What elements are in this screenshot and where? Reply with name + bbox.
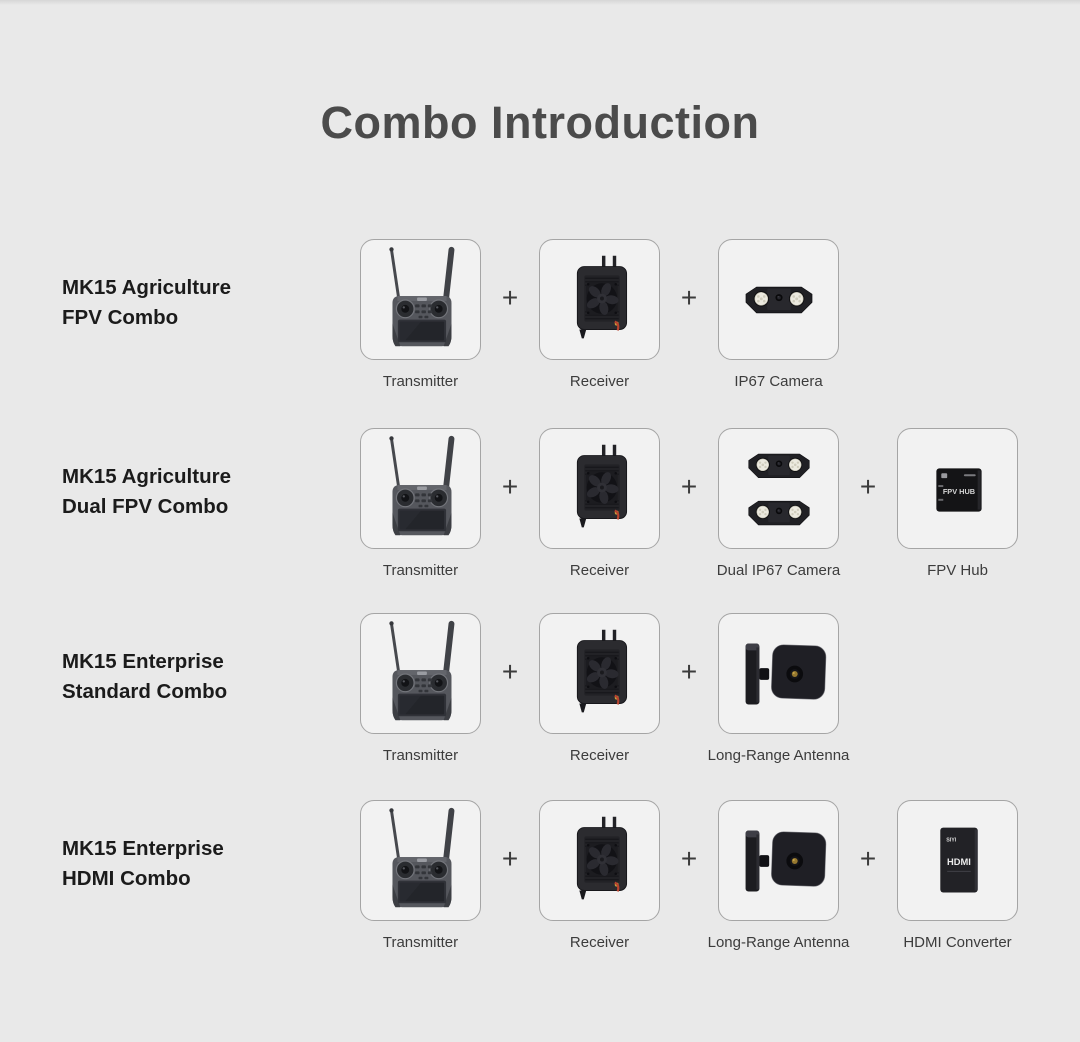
product-card [718, 800, 839, 921]
combo-name-line1: MK15 Enterprise [62, 837, 224, 860]
receiver-icon [541, 615, 659, 733]
combo-name: MK15 Agriculture FPV Combo [62, 273, 231, 332]
parts-strip: Transmitter + Receiver + Long-Range Ante… [360, 800, 1018, 951]
part-ip67-camera: IP67 Camera [718, 239, 839, 390]
part-transmitter: Transmitter [360, 800, 481, 951]
receiver-icon [541, 241, 659, 359]
combo-row-agriculture-fpv: MK15 Agriculture FPV Combo Transmitter +… [0, 239, 1080, 390]
part-long-range-antenna: Long-Range Antenna [708, 800, 849, 951]
part-label: Transmitter [382, 373, 459, 390]
plus-icon: + [680, 843, 698, 874]
part-receiver: Receiver [539, 428, 660, 579]
plus-icon: + [501, 282, 519, 313]
part-transmitter: Transmitter [360, 613, 481, 764]
part-receiver: Receiver [539, 239, 660, 390]
combo-name-line2: HDMI Combo [62, 866, 191, 890]
product-card [897, 800, 1018, 921]
combo-name-line1: MK15 Enterprise [62, 650, 224, 673]
part-label: Receiver [569, 747, 630, 764]
combo-name: MK15 Agriculture Dual FPV Combo [62, 462, 231, 521]
combo-name-line1: MK15 Agriculture [62, 465, 231, 488]
part-label: Transmitter [382, 747, 459, 764]
part-hdmi-converter: HDMI Converter [897, 800, 1018, 951]
combo-row-agriculture-dual-fpv: MK15 Agriculture Dual FPV Combo Transmit… [0, 428, 1080, 579]
part-label: Transmitter [382, 934, 459, 951]
hdmi-converter-icon [899, 802, 1017, 920]
receiver-icon [541, 802, 659, 920]
plus-icon: + [680, 282, 698, 313]
top-edge-shadow [0, 0, 1080, 5]
part-dual-ip67-camera: Dual IP67 Camera [717, 428, 840, 579]
product-card [897, 428, 1018, 549]
part-transmitter: Transmitter [360, 428, 481, 579]
product-card [718, 428, 839, 549]
product-card [539, 800, 660, 921]
part-label: HDMI Converter [903, 934, 1012, 951]
parts-strip: Transmitter + Receiver + IP67 Camera [360, 239, 839, 390]
part-receiver: Receiver [539, 613, 660, 764]
part-receiver: Receiver [539, 800, 660, 951]
product-card [360, 239, 481, 360]
part-fpv-hub: FPV Hub [897, 428, 1018, 579]
combo-row-enterprise-hdmi: MK15 Enterprise HDMI Combo Transmitter +… [0, 800, 1080, 951]
product-card [360, 613, 481, 734]
part-transmitter: Transmitter [360, 239, 481, 390]
combo-name-line2: Standard Combo [62, 679, 228, 703]
receiver-icon [541, 430, 659, 548]
dual-ip67-camera-icon [720, 430, 838, 548]
part-label: Long-Range Antenna [707, 934, 850, 951]
combo-name: MK15 Enterprise Standard Combo [62, 647, 227, 706]
combo-name-line1: MK15 Agriculture [62, 276, 231, 299]
combo-name: MK15 Enterprise HDMI Combo [62, 834, 224, 893]
fpv-hub-icon [899, 430, 1017, 548]
product-card [539, 613, 660, 734]
parts-strip: Transmitter + Receiver + Dual IP67 Camer… [360, 428, 1018, 579]
part-label: FPV Hub [927, 562, 988, 579]
combo-name-line2: Dual FPV Combo [62, 494, 229, 518]
product-card [539, 428, 660, 549]
product-card [539, 239, 660, 360]
plus-icon: + [501, 471, 519, 502]
product-card [360, 428, 481, 549]
part-long-range-antenna: Long-Range Antenna [708, 613, 849, 764]
part-label: Long-Range Antenna [707, 747, 850, 764]
plus-icon: + [859, 843, 877, 874]
product-card [360, 800, 481, 921]
plus-icon: + [501, 656, 519, 687]
transmitter-icon [362, 615, 480, 733]
combo-row-enterprise-standard: MK15 Enterprise Standard Combo Transmitt… [0, 613, 1080, 764]
plus-icon: + [501, 843, 519, 874]
part-label: Receiver [569, 373, 630, 390]
part-label: Receiver [569, 934, 630, 951]
ip67-camera-icon [720, 241, 838, 359]
combo-name-line2: FPV Combo [62, 305, 179, 329]
part-label: Transmitter [382, 562, 459, 579]
part-label: IP67 Camera [734, 373, 823, 390]
part-label: Dual IP67 Camera [716, 562, 841, 579]
plus-icon: + [680, 656, 698, 687]
parts-strip: Transmitter + Receiver + Long-Range Ante… [360, 613, 849, 764]
page-title: Combo Introduction [320, 97, 760, 148]
transmitter-icon [362, 430, 480, 548]
product-card [718, 239, 839, 360]
part-label: Receiver [569, 562, 630, 579]
transmitter-icon [362, 241, 480, 359]
product-card [718, 613, 839, 734]
long-range-antenna-icon [720, 802, 838, 920]
transmitter-icon [362, 802, 480, 920]
plus-icon: + [680, 471, 698, 502]
plus-icon: + [859, 471, 877, 502]
long-range-antenna-icon [720, 615, 838, 733]
